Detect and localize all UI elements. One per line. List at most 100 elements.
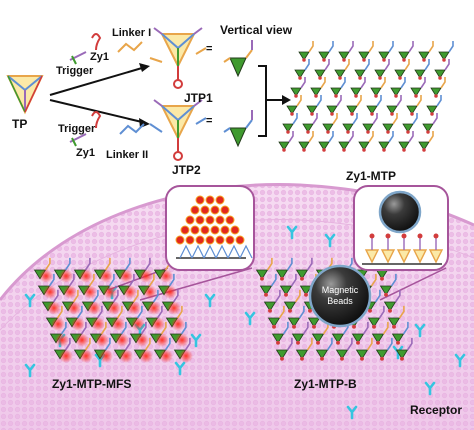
zy1-mtp-lattice [278,41,454,152]
fluorescent-spot [79,349,93,363]
fluorescent-sphere [205,235,215,245]
inset-mfs [165,185,255,271]
fluorescent-spot [139,349,153,363]
fluorescent-spot [159,349,173,363]
fluorescent-sphere [195,215,205,225]
fluorescent-sphere [220,225,230,235]
equals-sign-2: = [206,115,213,127]
lattice-unit [414,59,430,80]
jtp2-structure [149,99,207,161]
fluorescent-spot [91,317,105,331]
fluorescent-spot [171,317,185,331]
lattice-unit [302,113,318,134]
fluorescent-spot [99,349,113,363]
tp-tetrahedron [6,75,44,115]
vertical-view-jtp1 [223,40,253,78]
fluorescent-sphere [210,205,220,215]
fluorescent-spot [87,301,101,315]
fluorescent-spot [163,285,177,299]
receptor-icon [346,405,358,420]
lattice-unit [255,257,273,281]
lattice-unit [259,273,277,297]
linker-2-label: Linker II [106,149,149,161]
fluorescent-spot [47,301,61,315]
lattice-unit [271,321,289,345]
lattice-unit [386,95,402,116]
lattice-unit [267,305,285,329]
lattice-unit [330,77,346,98]
lattice-unit [335,337,353,361]
lattice-unit [434,59,450,80]
fluorescent-spot [67,301,81,315]
lattice-unit [375,337,393,361]
fluorescent-spot [75,333,89,347]
inset-tetra-edge [239,244,253,259]
lattice-unit [291,321,309,345]
lattice-unit [406,95,422,116]
fluorescent-spot [155,333,169,347]
fluorescent-sphere [225,235,235,245]
inset-tetra-edge [203,244,217,259]
fluorescent-sphere [225,215,235,225]
lattice-unit [295,257,313,281]
fluorescent-sphere [185,215,195,225]
lattice-unit [418,131,434,152]
lattice-unit [334,59,350,80]
jtp2-label: JTP2 [172,163,201,177]
lattice-unit [387,305,405,329]
receptor-icon [424,381,436,396]
lattice-unit [371,321,389,345]
fluorescent-sphere [215,235,225,245]
fluorescent-spot [107,301,121,315]
fluorescent-spot [55,333,69,347]
fluorescent-spot [111,317,125,331]
inset-zy1 [385,233,391,239]
jtp1-structure [149,27,207,89]
receptor-icon [324,233,336,248]
receptor-icon [24,293,36,308]
lattice-unit [278,131,294,152]
lattice-unit [294,59,310,80]
fluorescent-sphere [180,225,190,235]
fluorescent-sphere [205,215,215,225]
inset-zy1 [401,233,407,239]
zy1-mtp-label: Zy1-MTP [346,169,397,183]
fluorescent-spot [167,301,181,315]
linker-1-label: Linker I [112,27,152,39]
fluorescent-spot [151,317,165,331]
lattice-unit [318,41,334,62]
fluorescent-spot [179,349,193,363]
lattice-unit [367,305,385,329]
lattice-unit [306,95,322,116]
fluorescent-sphere [190,225,200,235]
lattice-unit [398,41,414,62]
fluorescent-spot [63,285,77,299]
fluorescent-spot [115,333,129,347]
receptor-icon [414,323,426,338]
magnetic-bead-large [308,264,372,328]
receptor-icon [286,225,298,240]
lattice-unit [382,113,398,134]
lattice-unit [286,95,302,116]
fluorescent-sphere [215,215,225,225]
receptor-icon [174,361,186,376]
zy1-mtp-mfs-label: Zy1-MTP-MFS [52,377,132,391]
zy1-mtp-b-label: Zy1-MTP-B [294,377,357,391]
fluorescent-spot [83,285,97,299]
lattice-unit [395,337,413,361]
fluorescent-sphere [195,195,205,205]
lattice-unit [287,305,305,329]
lattice-unit [394,59,410,80]
lattice-unit [378,131,394,152]
inset-zy1 [369,233,375,239]
fluorescent-spot [119,269,133,283]
fluorescent-spot [127,301,141,315]
receptor-label: Receptor [410,403,463,417]
fluorescent-signal-spots [39,269,193,363]
equals-sign-1: = [206,43,213,55]
fluorescent-spot [135,333,149,347]
lattice-unit [383,289,401,313]
lattice-unit [298,41,314,62]
magnetic-beads-label: Magnetic Beads [321,285,359,306]
fluorescent-sphere [190,205,200,215]
